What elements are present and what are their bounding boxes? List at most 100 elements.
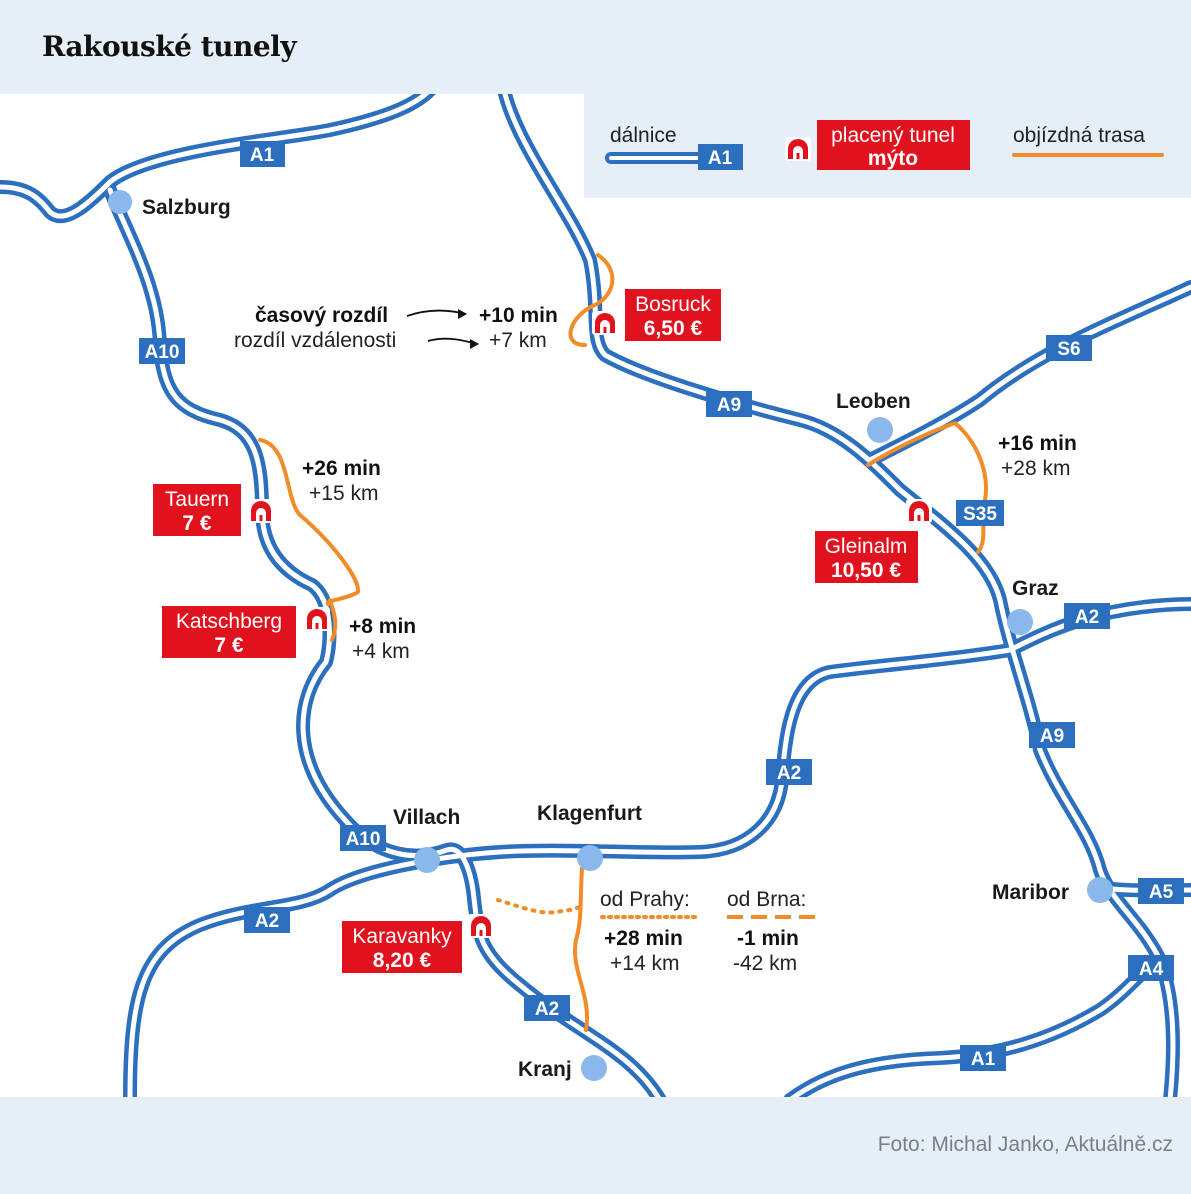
city-dot-icon (581, 1055, 607, 1081)
city-salzburg: Salzburg (142, 196, 231, 219)
photo-credit: Foto: Michal Janko, Aktuálně.cz (877, 1133, 1173, 1156)
toll-tauern: Tauern 7 € (153, 484, 241, 536)
info-gleinalm: +16 min +28 km (998, 432, 1077, 480)
shield-a2-mid: A2 (766, 759, 812, 785)
shield-a10-north: A10 (139, 338, 185, 364)
svg-text:A9: A9 (1040, 726, 1064, 747)
svg-text:+10 min: +10 min (479, 304, 558, 327)
svg-text:+15 km: +15 km (309, 482, 378, 505)
city-villach: Villach (393, 806, 460, 829)
svg-text:-1 min: -1 min (737, 927, 799, 950)
tunnel-icon (248, 499, 274, 523)
svg-text:+28 min: +28 min (604, 927, 683, 950)
legend-detour-label: objízdná trasa (1013, 124, 1145, 147)
road-a1-bottom (783, 953, 1167, 1097)
svg-text:6,50 €: 6,50 € (644, 317, 703, 340)
toll-katschberg: Katschberg 7 € (162, 606, 296, 658)
shield-s35: S35 (956, 500, 1004, 526)
info-bosruck: +10 min +7 km (479, 304, 558, 352)
detour-katschberg (328, 598, 338, 642)
tunnel-icon (304, 607, 330, 631)
svg-text:Karavanky: Karavanky (352, 925, 452, 948)
shield-a4: A4 (1128, 955, 1174, 981)
detour-karavanky-brno (572, 866, 590, 1032)
city-graz: Graz (1012, 577, 1059, 600)
tunnel-icon (468, 914, 494, 938)
legend-toll-label: placený tunel (831, 124, 955, 147)
svg-text:časový rozdíl: časový rozdíl (255, 304, 388, 327)
svg-text:S6: S6 (1057, 339, 1080, 360)
svg-text:-42 km: -42 km (733, 952, 797, 975)
svg-text:8,20 €: 8,20 € (373, 949, 432, 972)
legend-highway-label: dálnice (610, 124, 677, 147)
svg-text:+7 km: +7 km (489, 329, 547, 352)
shield-a2-west: A2 (244, 907, 290, 933)
svg-text:+28 km: +28 km (1001, 457, 1070, 480)
legend-highway-shield: A1 (708, 148, 733, 169)
tunnel-icon (592, 311, 618, 335)
explain-labels: časový rozdíl rozdíl vzdálenosti (234, 304, 479, 352)
city-kranj: Kranj (518, 1058, 572, 1081)
shield-a5: A5 (1138, 878, 1184, 904)
shield-a9-north: A9 (706, 391, 752, 417)
detour-karavanky-prague (496, 898, 584, 915)
shield-a9-south: A9 (1029, 722, 1075, 748)
city-dot-icon (414, 847, 440, 873)
svg-text:A5: A5 (1149, 882, 1174, 903)
svg-text:A4: A4 (1139, 959, 1164, 980)
svg-text:A1: A1 (250, 145, 275, 166)
svg-text:A9: A9 (717, 395, 741, 416)
svg-text:od Brna:: od Brna: (727, 888, 806, 911)
tunnel-icon (906, 499, 932, 523)
shield-a10-south: A10 (340, 825, 386, 851)
svg-text:A2: A2 (777, 763, 801, 784)
city-dot-icon (1007, 609, 1033, 635)
svg-text:Katschberg: Katschberg (176, 610, 282, 633)
svg-text:Gleinalm: Gleinalm (825, 535, 908, 558)
svg-text:7 €: 7 € (214, 634, 244, 657)
info-tauern: +26 min +15 km (302, 457, 381, 505)
detour-bosruck (568, 253, 615, 347)
shield-a1-bottom: A1 (960, 1045, 1006, 1071)
tunnel-icon (785, 137, 811, 161)
header: Rakouské tunely (0, 0, 1191, 94)
toll-karavanky: Karavanky 8,20 € (342, 921, 462, 973)
shield-a2-kranj: A2 (524, 995, 570, 1021)
tunnel-map: Salzburg Leoben Graz Villach Klagenfurt … (0, 94, 1191, 1097)
shield-s6: S6 (1046, 335, 1092, 361)
toll-bosruck: Bosruck 6,50 € (625, 289, 721, 341)
svg-text:10,50 €: 10,50 € (831, 559, 901, 582)
svg-text:+26 min: +26 min (302, 457, 381, 480)
info-katschberg: +8 min +4 km (349, 615, 416, 663)
city-leoben: Leoben (836, 390, 911, 413)
svg-text:od Prahy:: od Prahy: (600, 888, 690, 911)
svg-text:+4 km: +4 km (352, 640, 410, 663)
svg-text:+14 km: +14 km (610, 952, 679, 975)
detour-tauern (258, 438, 361, 606)
city-klagenfurt: Klagenfurt (537, 802, 642, 825)
legend: dálnice A1 placený tunel mýto objízdná t… (584, 94, 1191, 198)
legend-toll-sublabel: mýto (868, 147, 918, 170)
svg-text:+8 min: +8 min (349, 615, 416, 638)
toll-gleinalm: Gleinalm 10,50 € (815, 531, 918, 583)
svg-text:Tauern: Tauern (165, 488, 229, 511)
svg-text:A2: A2 (255, 911, 279, 932)
svg-text:7 €: 7 € (182, 512, 212, 535)
svg-text:A2: A2 (1075, 607, 1099, 628)
svg-text:+16 min: +16 min (998, 432, 1077, 455)
city-dot-icon (1087, 877, 1113, 903)
city-maribor: Maribor (992, 881, 1069, 904)
city-dot-icon (108, 190, 132, 214)
shield-a1-top: A1 (240, 141, 285, 167)
svg-text:S35: S35 (963, 504, 997, 525)
svg-text:rozdíl vzdálenosti: rozdíl vzdálenosti (234, 329, 396, 352)
svg-text:A10: A10 (346, 829, 381, 850)
page-title: Rakouské tunely (42, 30, 297, 63)
info-karavanky: od Prahy: +28 min +14 km od Brna: -1 min… (600, 888, 820, 975)
svg-text:Bosruck: Bosruck (635, 293, 711, 316)
svg-text:A1: A1 (971, 1049, 996, 1070)
city-dot-icon (577, 845, 603, 871)
shield-a2-graz: A2 (1064, 603, 1110, 629)
city-dot-icon (867, 417, 893, 443)
svg-text:A2: A2 (535, 999, 559, 1020)
